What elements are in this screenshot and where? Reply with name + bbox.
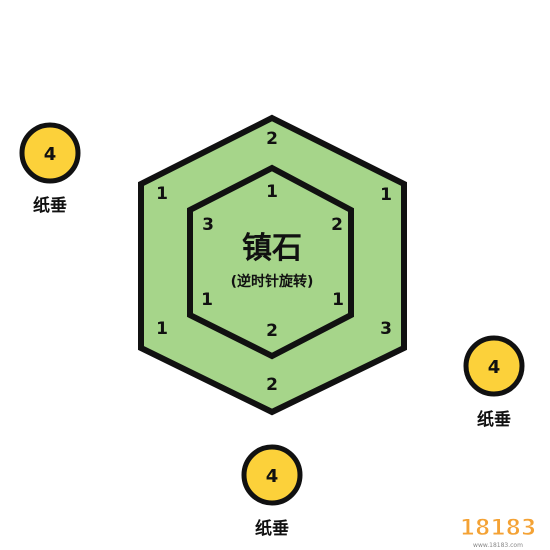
token-label: 纸垂 bbox=[477, 409, 511, 430]
token-value: 4 bbox=[266, 466, 279, 487]
outer-bottom-number: 2 bbox=[266, 375, 278, 395]
inner-lower-left-number: 1 bbox=[201, 290, 213, 310]
watermark-logo: 18183 www.18183.com bbox=[459, 516, 537, 550]
watermark-subtext: www.18183.com bbox=[473, 542, 523, 549]
token-value: 4 bbox=[44, 144, 57, 165]
center-subtitle: (逆时针旋转) bbox=[231, 273, 314, 290]
outer-lower-left-number: 1 bbox=[156, 319, 168, 339]
outer-upper-left-number: 1 bbox=[156, 184, 168, 204]
outer-upper-right-number: 1 bbox=[380, 185, 392, 205]
inner-top-number: 1 bbox=[266, 182, 278, 202]
token-circle bbox=[241, 444, 303, 506]
token-label: 纸垂 bbox=[255, 518, 289, 539]
paper-weight-token-1[interactable]: 4 纸垂 bbox=[19, 122, 81, 216]
token-circle bbox=[463, 335, 525, 397]
paper-weight-token-3[interactable]: 4 纸垂 bbox=[241, 444, 303, 539]
watermark-text: 18183 bbox=[460, 516, 537, 541]
inner-lower-right-number: 1 bbox=[332, 290, 344, 310]
center-title: 镇石 bbox=[242, 231, 302, 266]
outer-top-number: 2 bbox=[266, 129, 278, 149]
token-label: 纸垂 bbox=[33, 195, 67, 216]
token-value: 4 bbox=[488, 357, 501, 378]
outer-lower-right-number: 3 bbox=[380, 319, 392, 339]
token-circle bbox=[19, 122, 81, 184]
inner-bottom-number: 2 bbox=[266, 321, 278, 341]
inner-hexagon[interactable] bbox=[187, 164, 354, 360]
paper-weight-token-2[interactable]: 4 纸垂 bbox=[463, 335, 525, 430]
inner-upper-left-number: 3 bbox=[202, 215, 214, 235]
inner-upper-right-number: 2 bbox=[331, 215, 343, 235]
